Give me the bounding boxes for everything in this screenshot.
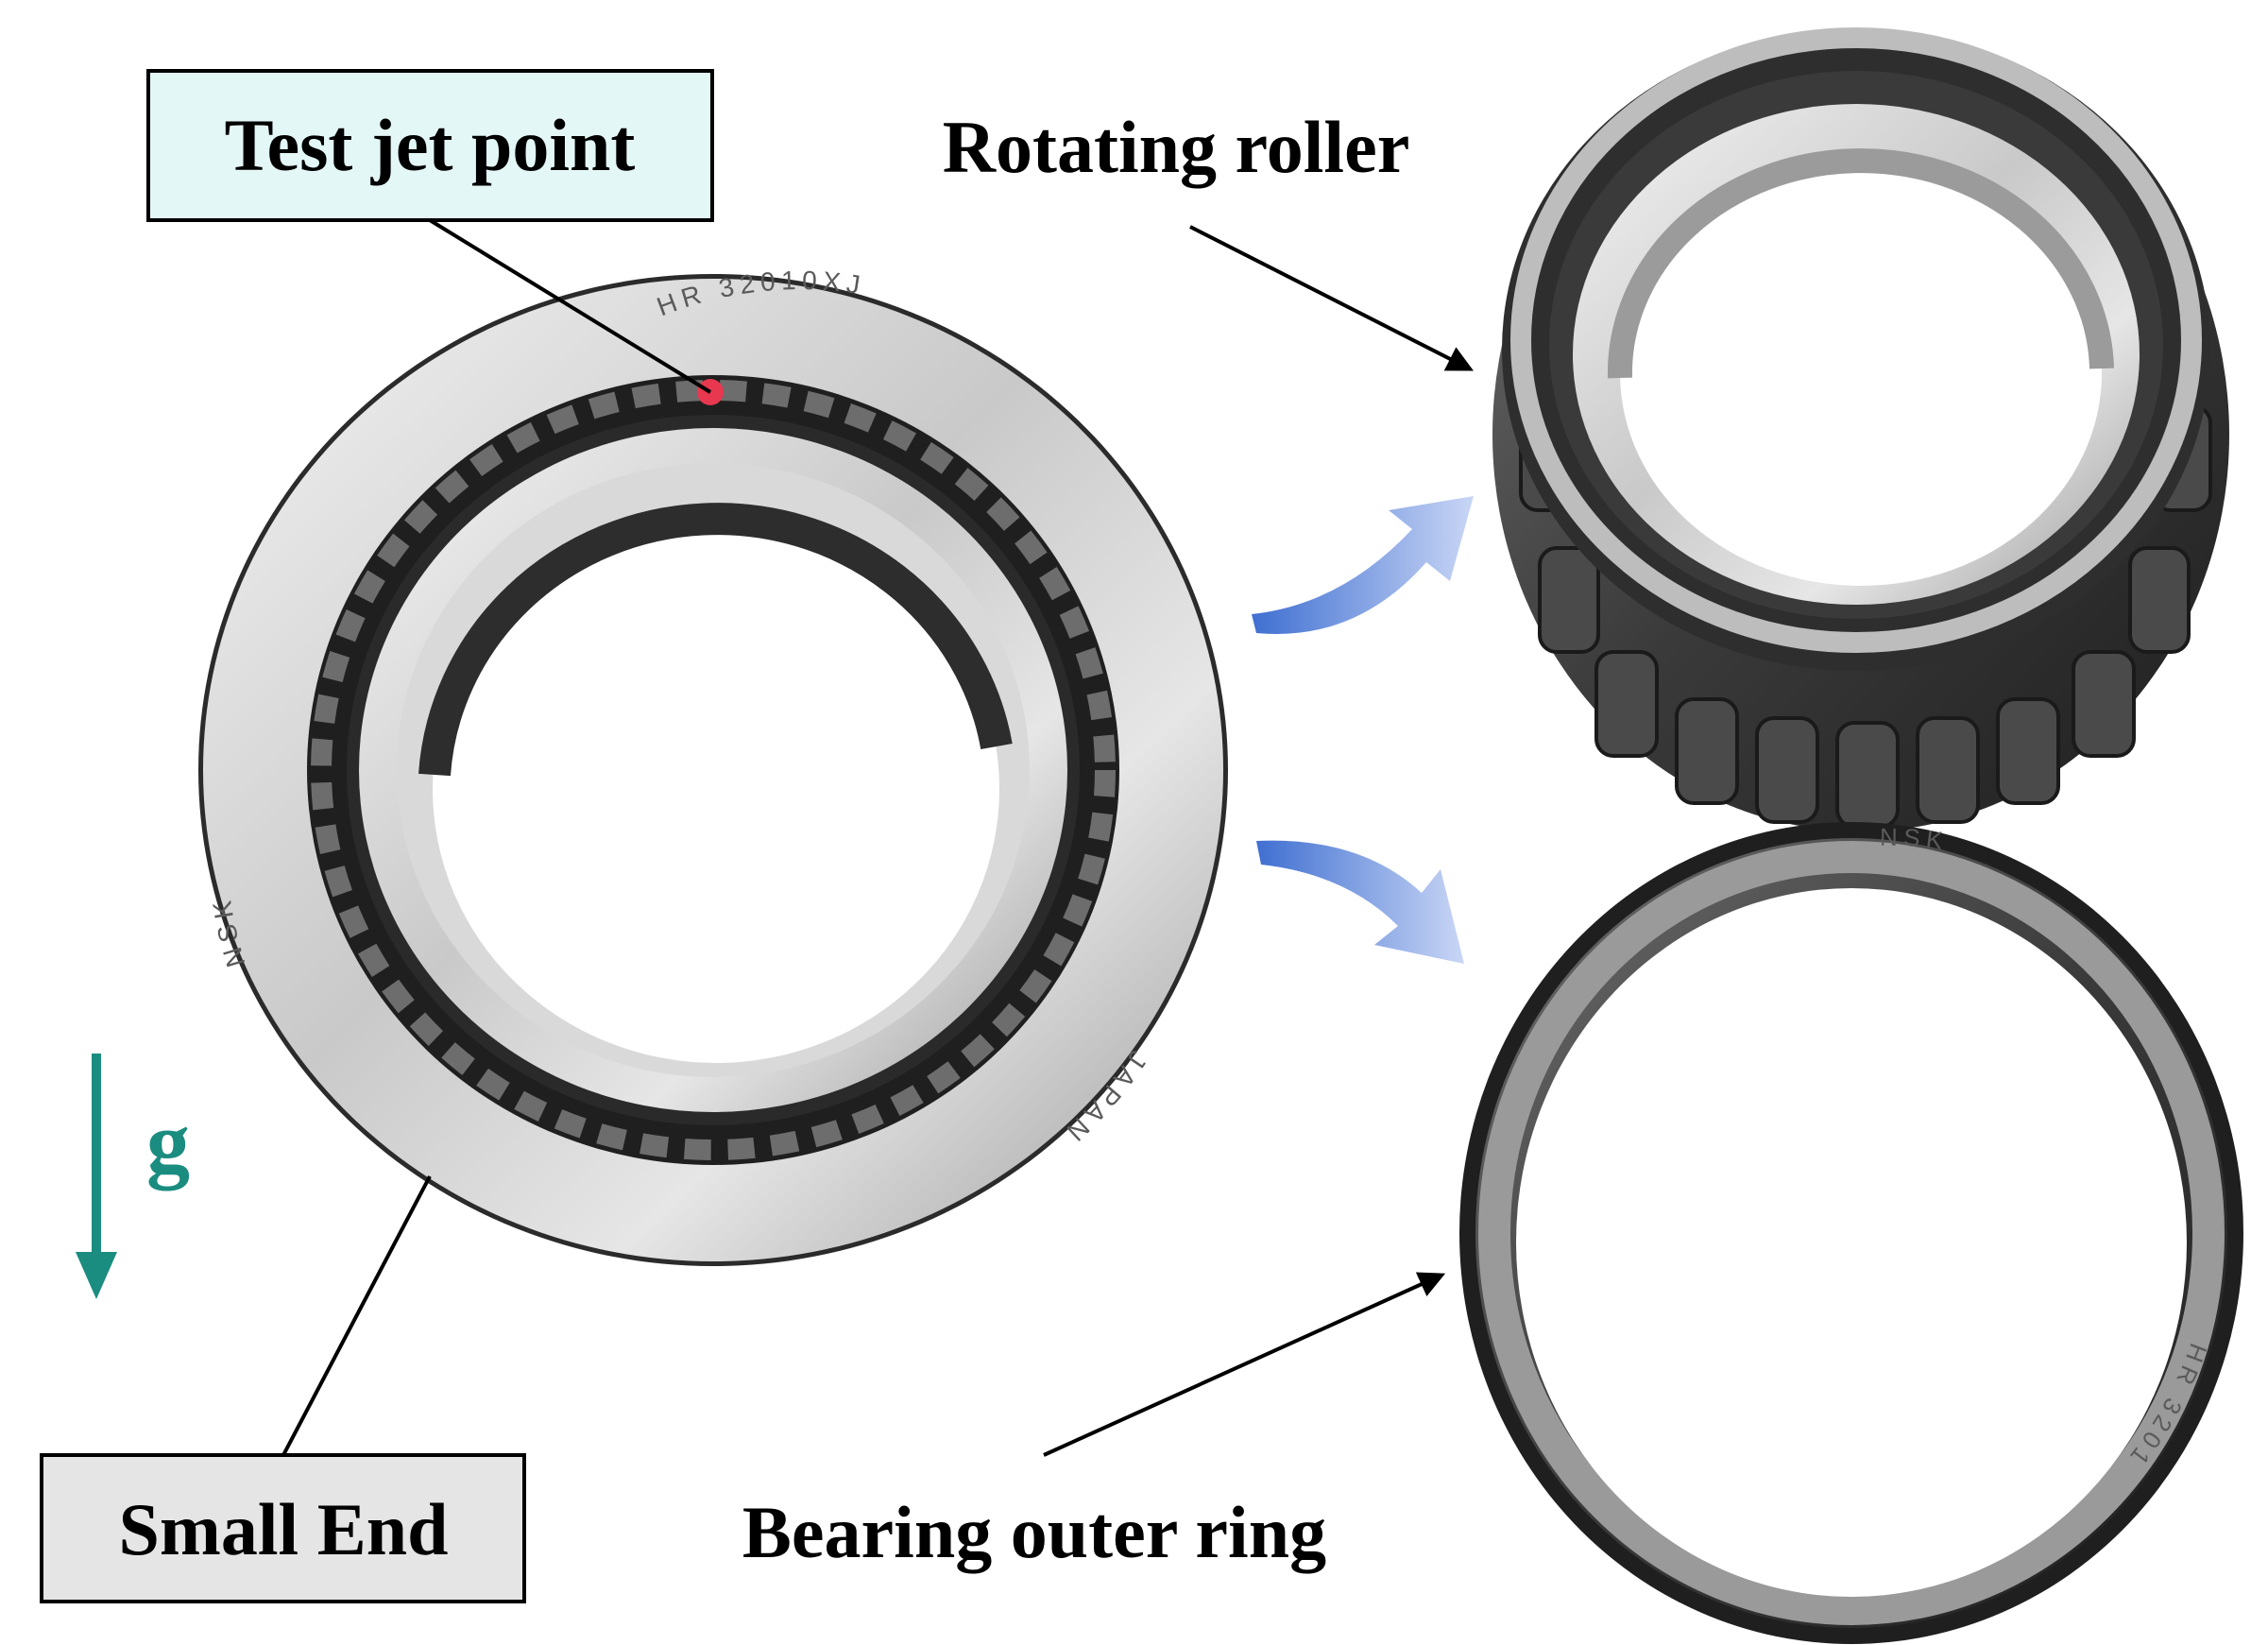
disassembly-arrow-lower (1256, 840, 1464, 964)
cone-cage-rim (1510, 27, 2202, 653)
svg-text:NSK: NSK (1880, 823, 1950, 855)
label-bearing-outer-ring-text: Bearing outer ring (742, 1491, 1326, 1573)
leader-rotating-roller (1189, 225, 1474, 371)
label-small-end: Small End (40, 1453, 526, 1603)
gravity-label: g (146, 1094, 190, 1191)
label-test-jet-point-text: Test jet point (225, 104, 636, 186)
bearing-outer-ring-part: NSK HR 3201 (1459, 822, 2243, 1644)
leader-small-end (281, 1175, 432, 1456)
label-rotating-roller: Rotating roller (943, 106, 1410, 188)
label-test-jet-point: Test jet point (146, 69, 714, 222)
cup-opening (1516, 888, 2187, 1597)
roller-cage (311, 380, 1116, 1160)
label-bearing-outer-ring: Bearing outer ring (742, 1491, 1326, 1573)
main-bearing: HR 32010XJ JAPAN NSK (198, 266, 1228, 1266)
label-small-end-text: Small End (119, 1488, 449, 1570)
cone-bore (1620, 161, 2102, 586)
gravity-indicator: g (76, 1054, 190, 1299)
leader-test-jet-point (428, 218, 712, 394)
disassembly-arrow-upper (1252, 496, 1474, 635)
leader-bearing-outer-ring (1043, 1272, 1446, 1457)
rotating-roller-cone (1492, 27, 2229, 831)
engraving-outer-brand: NSK (1880, 823, 1944, 855)
label-rotating-roller-text: Rotating roller (943, 106, 1410, 188)
gravity-arrow-head (76, 1252, 117, 1299)
cup-raceway (1478, 841, 2225, 1625)
bore (433, 515, 999, 1063)
